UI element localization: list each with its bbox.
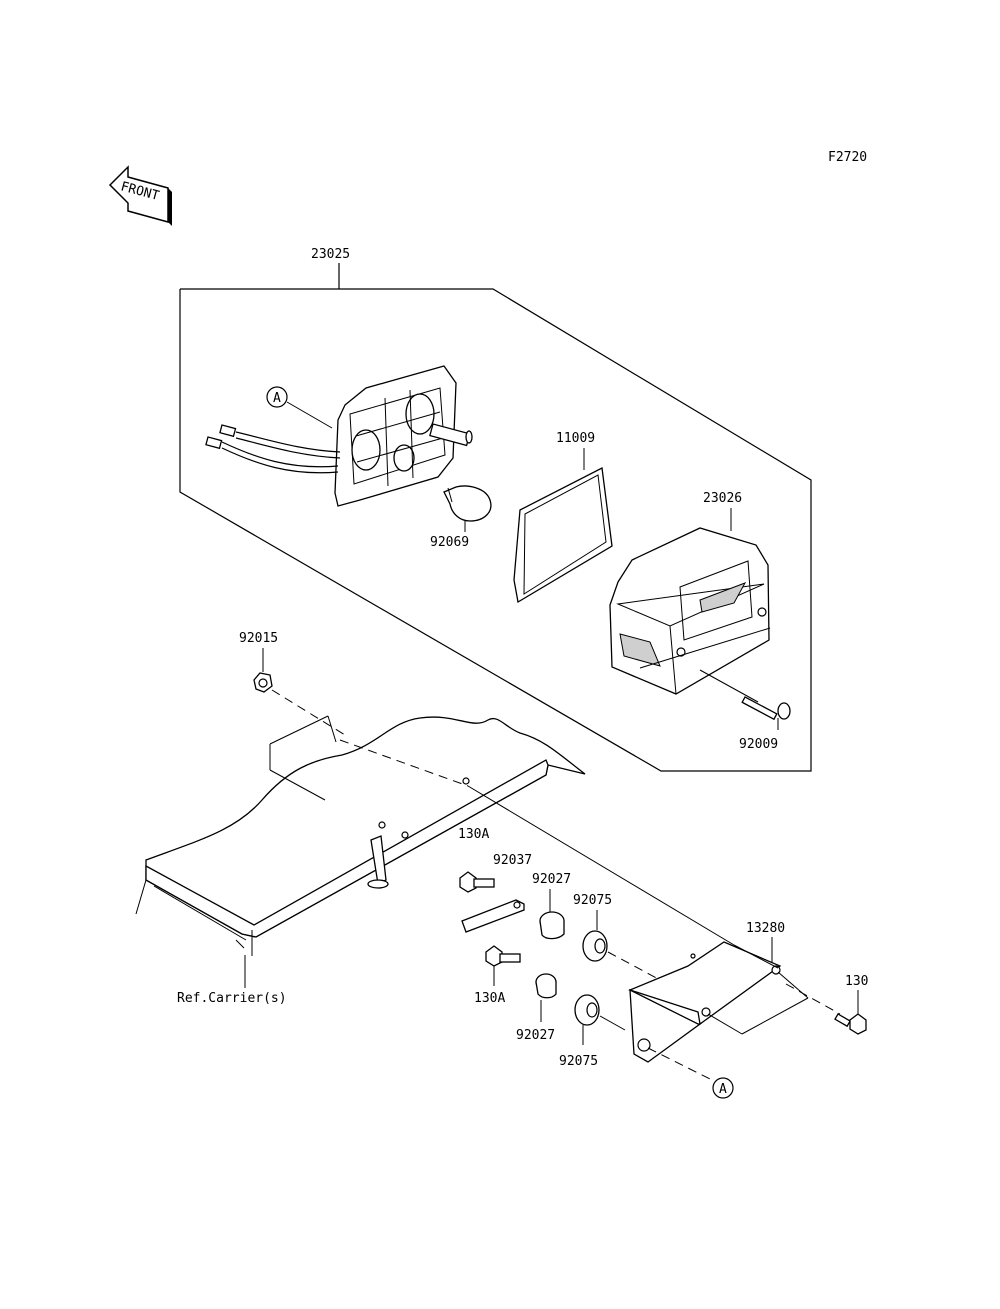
collar-92027-bottom: 92027 xyxy=(516,973,557,1043)
ref-a-bottom: A xyxy=(712,1077,734,1099)
callout-130A-bottom: 130A xyxy=(474,991,505,1006)
grommet-92075-top: 92075 xyxy=(573,893,691,997)
front-arrow-icon: FRONT xyxy=(108,165,172,226)
bolt-130: 130 xyxy=(785,974,868,1035)
ref-a-top-label: A xyxy=(273,391,281,406)
callout-23026: 23026 xyxy=(703,491,742,506)
callout-130: 130 xyxy=(845,974,868,989)
ref-carrier-note: Ref.Carrier(s) xyxy=(177,955,287,1006)
screw-92009: 92009 xyxy=(699,669,791,752)
callout-92027-bottom: 92027 xyxy=(516,1028,555,1043)
bracket-13280: 13280 xyxy=(628,921,809,1084)
bulb-92069: 92069 xyxy=(430,485,492,550)
ref-a-top: A xyxy=(266,386,333,429)
callout-11009: 11009 xyxy=(556,431,595,446)
figure-code: F2720 xyxy=(828,150,867,165)
assembly-box-23025: 23025 xyxy=(179,247,812,772)
callout-13280: 13280 xyxy=(746,921,785,936)
tail-light-base xyxy=(205,365,473,507)
callout-92075-bottom: 92075 xyxy=(559,1054,598,1069)
gasket-11009: 11009 xyxy=(513,431,613,604)
nut-92015: 92015 xyxy=(239,631,346,736)
callout-92037: 92037 xyxy=(493,853,532,868)
callout-92069: 92069 xyxy=(430,535,469,550)
callout-92075-top: 92075 xyxy=(573,893,612,908)
callout-130A-top: 130A xyxy=(458,827,489,842)
carrier xyxy=(135,715,735,956)
grommet-92075-bottom: 92075 xyxy=(559,994,626,1069)
bolt-92037: 92037 xyxy=(459,853,532,933)
callout-92015: 92015 xyxy=(239,631,278,646)
ref-carrier-label: Ref.Carrier(s) xyxy=(177,991,287,1006)
callout-92009: 92009 xyxy=(739,737,778,752)
bolt-130A-top: 130A xyxy=(458,827,489,842)
bolt-130A-bottom: 130A xyxy=(474,945,521,1006)
lens-23026: 23026 xyxy=(609,491,771,695)
collar-92027-top: 92027 xyxy=(532,872,571,940)
callout-23025: 23025 xyxy=(311,247,350,262)
callout-92027-top: 92027 xyxy=(532,872,571,887)
ref-a-bottom-label: A xyxy=(719,1082,727,1097)
